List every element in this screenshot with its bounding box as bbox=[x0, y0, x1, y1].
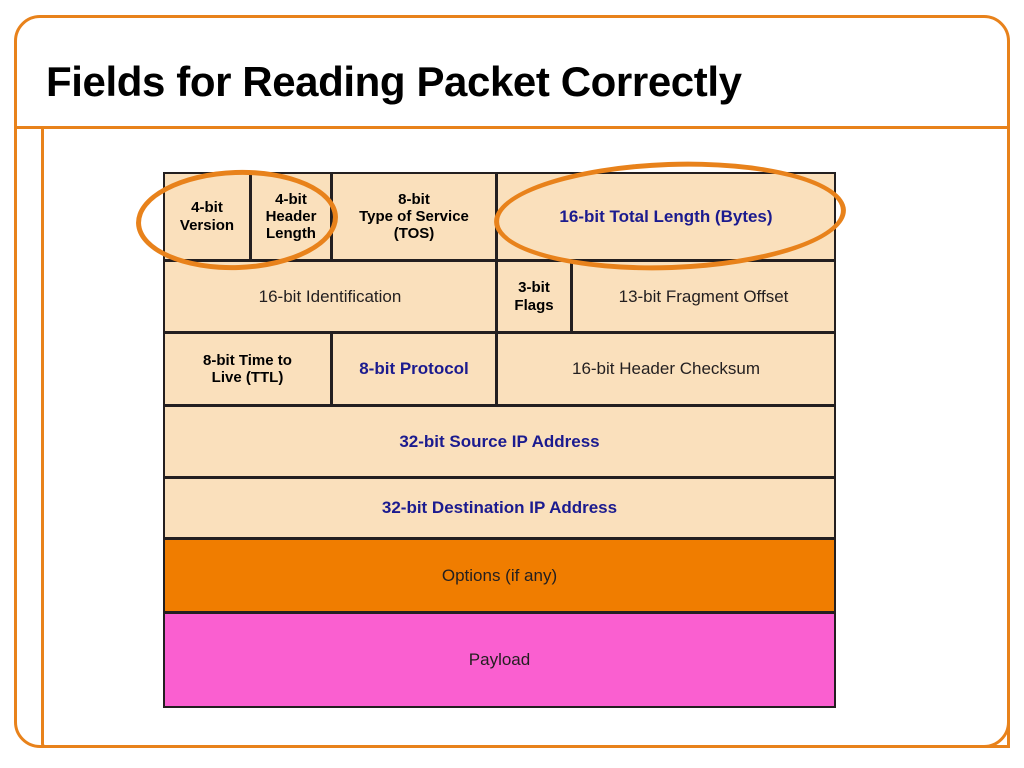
field-protocol: 8-bit Protocol bbox=[333, 334, 498, 404]
field-destination-ip-address: 32-bit Destination IP Address bbox=[165, 479, 834, 537]
field-source-ip-address: 32-bit Source IP Address bbox=[165, 407, 834, 476]
field-payload-label: Payload bbox=[468, 650, 531, 670]
field-header-length: 4-bit Header Length bbox=[252, 174, 333, 259]
field-type-of-service-label: 8-bit Type of Service (TOS) bbox=[359, 190, 469, 243]
title-divider bbox=[17, 126, 1010, 129]
field-destination-ip-address-label: 32-bit Destination IP Address bbox=[381, 498, 618, 518]
field-payload: Payload bbox=[165, 614, 834, 706]
header-row-payload: Payload bbox=[165, 614, 834, 706]
field-header-checksum: 16-bit Header Checksum bbox=[498, 334, 834, 404]
field-options: Options (if any) bbox=[165, 540, 834, 611]
field-options-label: Options (if any) bbox=[441, 565, 558, 585]
field-identification: 16-bit Identification bbox=[165, 262, 498, 331]
field-header-length-label: 4-bit Header Length bbox=[265, 190, 317, 243]
field-header-checksum-label: 16-bit Header Checksum bbox=[571, 359, 761, 379]
header-row-options: Options (if any) bbox=[165, 540, 834, 614]
field-flags: 3-bit Flags bbox=[498, 262, 573, 331]
field-time-to-live-label: 8-bit Time to Live (TTL) bbox=[203, 351, 292, 386]
field-type-of-service: 8-bit Type of Service (TOS) bbox=[333, 174, 498, 259]
field-version-label: 4-bit Version bbox=[179, 199, 235, 234]
field-protocol-label: 8-bit Protocol bbox=[359, 359, 469, 379]
field-flags-label: 3-bit Flags bbox=[514, 279, 554, 314]
ipv4-header-diagram: 4-bit Version 4-bit Header Length 8-bit … bbox=[163, 172, 836, 708]
field-source-ip-address-label: 32-bit Source IP Address bbox=[399, 431, 600, 451]
header-row-3: 8-bit Time to Live (TTL) 8-bit Protocol … bbox=[165, 334, 834, 407]
field-total-length-label: 16-bit Total Length (Bytes) bbox=[559, 206, 773, 226]
slide-content-frame bbox=[41, 126, 1010, 748]
field-fragment-offset-label: 13-bit Fragment Offset bbox=[618, 286, 789, 306]
header-row-5: 32-bit Destination IP Address bbox=[165, 479, 834, 540]
field-version: 4-bit Version bbox=[165, 174, 252, 259]
field-total-length: 16-bit Total Length (Bytes) bbox=[498, 174, 834, 259]
field-fragment-offset: 13-bit Fragment Offset bbox=[573, 262, 834, 331]
page-title: Fields for Reading Packet Correctly bbox=[46, 58, 742, 105]
header-row-1: 4-bit Version 4-bit Header Length 8-bit … bbox=[165, 174, 834, 262]
field-time-to-live: 8-bit Time to Live (TTL) bbox=[165, 334, 333, 404]
header-row-2: 16-bit Identification 3-bit Flags 13-bit… bbox=[165, 262, 834, 334]
header-row-4: 32-bit Source IP Address bbox=[165, 407, 834, 479]
field-identification-label: 16-bit Identification bbox=[258, 286, 402, 306]
